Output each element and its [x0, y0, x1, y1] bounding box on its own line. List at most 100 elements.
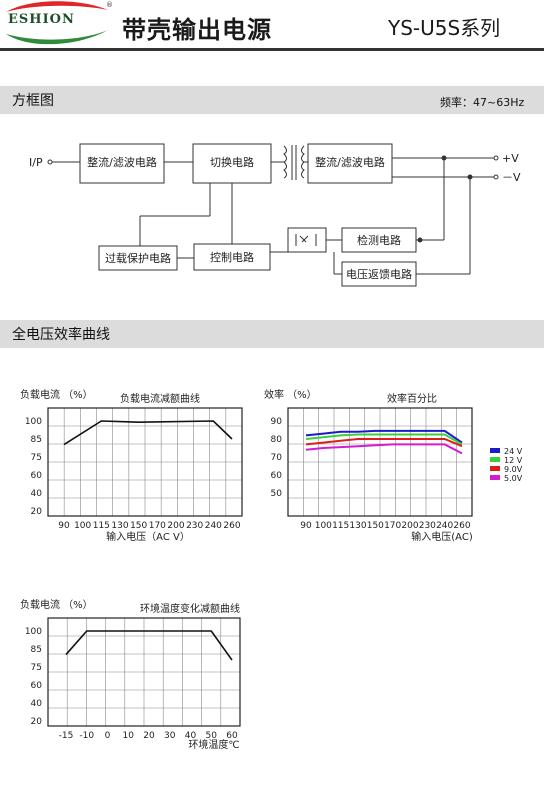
y-tick-label: 60 [271, 471, 283, 481]
eshion-logo-swoosh [6, 1, 108, 45]
x-tick-label: 150 [367, 521, 384, 531]
x-tick-label: 240 [436, 521, 453, 531]
x-tick-label: 10 [123, 731, 135, 741]
x-tick-label: 0 [105, 731, 111, 741]
x-tick-label: 230 [186, 521, 203, 531]
y-tick-label: 50 [271, 489, 283, 499]
control-label: 控制电路 [210, 250, 254, 264]
x-tick-label: 20 [143, 731, 155, 741]
output-plus-label: +V [502, 152, 519, 165]
efficiency-band [0, 320, 544, 348]
x-tick-label: 130 [111, 521, 128, 531]
output-minus-label: －V [502, 171, 521, 184]
y-axis-label: 效率 （%） [264, 388, 317, 401]
block-diagram-title: 方框图 [12, 93, 54, 109]
y-tick-label: 40 [31, 489, 43, 499]
plot-frame [287, 407, 473, 517]
legend-label-1: 12 V [504, 456, 523, 465]
x-tick-label: 150 [130, 521, 147, 531]
x-tick-label: 100 [74, 521, 91, 531]
chart-title: 效率百分比 [387, 392, 437, 405]
legend-swatch-0 [490, 448, 500, 453]
y-axis-label: 负载电流 （%） [20, 388, 93, 401]
series-line-0 [305, 429, 463, 444]
x-tick-label: 170 [384, 521, 401, 531]
product-title: 带壳输出电源 [122, 16, 272, 44]
block-diagram-band [0, 86, 544, 114]
y-tick-label: 60 [31, 681, 43, 691]
y-tick-label: 75 [31, 453, 42, 463]
logo-text: ESHION [8, 12, 75, 27]
switching-label: 切换电路 [210, 155, 254, 169]
temperature-derating-chart: 负载电流 （%）环境温度变化减额曲线环境温度℃1008575604020-15-… [20, 598, 241, 751]
y-tick-label: 80 [271, 435, 283, 445]
rect-filter-out-box [307, 143, 393, 184]
series-line-0 [63, 420, 233, 446]
legend-label-2: 9.0V [504, 465, 523, 474]
x-tick-label: 100 [315, 521, 332, 531]
rect-filter-in-box [79, 143, 165, 184]
x-tick-label: 230 [419, 521, 436, 531]
product-model: YS-U5S系列 [388, 16, 501, 40]
x-tick-label: -15 [59, 731, 74, 741]
registered-mark: ® [106, 1, 113, 9]
header-divider [0, 48, 544, 51]
detection-label: 检测电路 [357, 233, 401, 247]
y-tick-label: 85 [31, 645, 42, 655]
x-axis-label: 输入电压（AC V） [106, 530, 190, 543]
rect-filter-out-label: 整流/滤波电路 [315, 155, 385, 169]
x-tick-label: 200 [401, 521, 418, 531]
x-tick-label: 50 [206, 731, 218, 741]
chart-title: 负载电流减额曲线 [120, 392, 200, 405]
input-label: I/P [29, 156, 43, 169]
input-terminal [47, 159, 53, 165]
series-line-2 [305, 438, 463, 448]
x-tick-label: 30 [164, 731, 176, 741]
y-tick-label: 60 [31, 471, 43, 481]
x-tick-label: 115 [332, 521, 349, 531]
output-plus-terminal [493, 155, 499, 161]
y-tick-label: 100 [25, 627, 42, 637]
legend-swatch-3 [490, 475, 500, 480]
x-tick-label: 40 [185, 731, 197, 741]
x-tick-label: 240 [205, 521, 222, 531]
x-tick-label: -10 [79, 731, 94, 741]
y-tick-label: 20 [31, 507, 43, 517]
frequency-label: 频率：47~63Hz [440, 96, 525, 109]
voltage-feedback-label: 电压返馈电路 [346, 268, 412, 281]
series-line-3 [305, 443, 463, 455]
y-tick-label: 70 [271, 453, 283, 463]
plot-frame [47, 617, 241, 727]
y-axis-label: 负载电流 （%） [20, 598, 93, 611]
rect-filter-in-label: 整流/滤波电路 [87, 155, 157, 169]
x-tick-label: 170 [149, 521, 166, 531]
optocoupler-icon [287, 227, 327, 253]
y-tick-label: 85 [31, 435, 42, 445]
overload-label: 过载保护电路 [105, 251, 171, 265]
efficiency-title: 全电压效率曲线 [12, 327, 110, 343]
output-minus-terminal [493, 174, 499, 180]
legend-swatch-1 [490, 457, 500, 462]
series-line-1 [305, 433, 463, 446]
x-axis-label: 输入电压(AC) [411, 530, 473, 543]
y-tick-label: 100 [25, 417, 42, 427]
series-line-0 [65, 630, 233, 661]
y-tick-label: 40 [31, 699, 43, 709]
legend-label-3: 5.0V [504, 474, 523, 483]
x-tick-label: 260 [223, 521, 240, 531]
header: ESHION ® 带壳输出电源 YS-U5S系列 [0, 0, 544, 60]
y-tick-label: 90 [271, 417, 283, 427]
x-tick-label: 60 [226, 731, 238, 741]
legend-swatch-2 [490, 466, 500, 471]
block-diagram: I/P 整流/滤波电路 切换电路 整流/滤波电路 过载保护电路 控制电路 检测电… [29, 143, 521, 287]
y-tick-label: 20 [31, 717, 43, 727]
legend-label-0: 24 V [504, 447, 523, 456]
x-tick-label: 130 [349, 521, 366, 531]
control-box [193, 243, 271, 271]
x-tick-label: 260 [453, 521, 470, 531]
transformer-icon [283, 145, 305, 180]
chart-title: 环境温度变化减额曲线 [140, 602, 240, 615]
x-tick-label: 200 [167, 521, 184, 531]
